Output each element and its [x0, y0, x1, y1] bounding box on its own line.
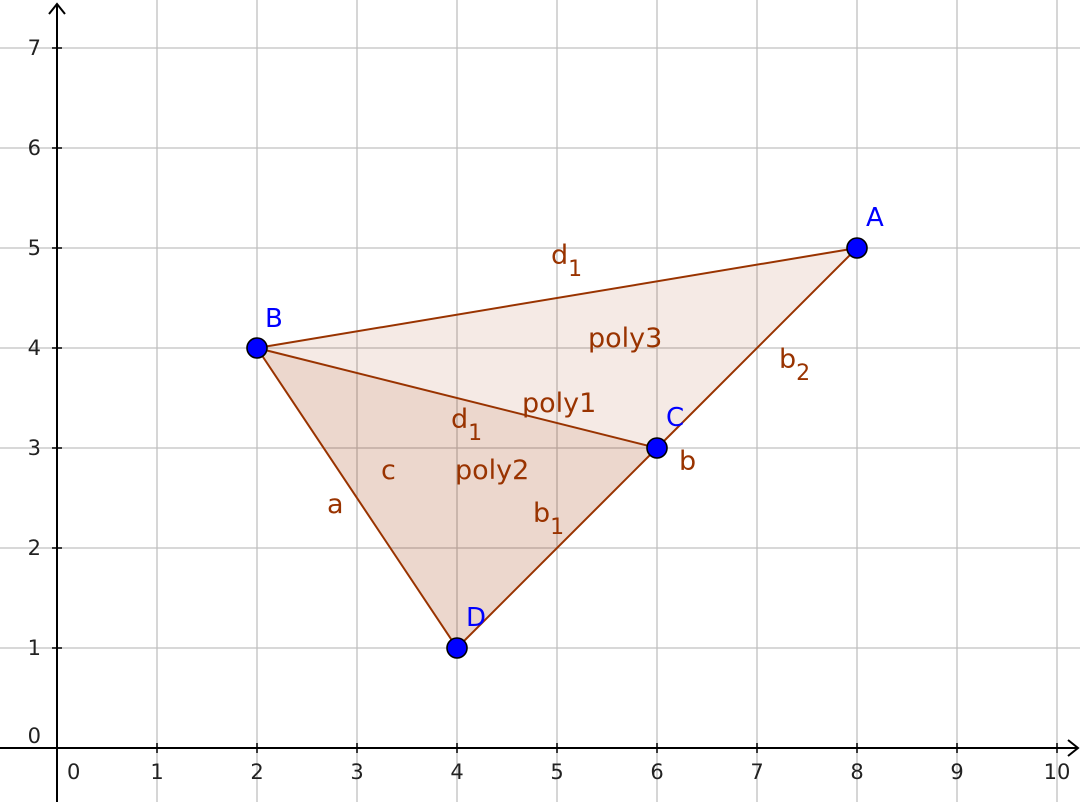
point-A[interactable]: [846, 237, 868, 259]
point-label-C: C: [666, 403, 684, 433]
x-tick-label: 1: [150, 760, 163, 784]
segment-label-a: a: [327, 489, 344, 520]
segment-BA[interactable]: [256, 247, 858, 349]
segment-label-b2: b2: [779, 344, 810, 386]
segment-BD[interactable]: [256, 347, 458, 649]
segment-label-d1-top: d1: [551, 240, 582, 282]
polygon-label-poly2: poly2: [455, 455, 529, 486]
y-tick-label: 2: [28, 536, 41, 560]
point-B[interactable]: [246, 337, 268, 359]
segment-BC[interactable]: [256, 347, 658, 449]
y-tick-label: 7: [28, 36, 41, 60]
segment-DC[interactable]: [456, 447, 658, 649]
polygon-label-poly3: poly3: [588, 323, 662, 354]
y-tick-label: 3: [28, 436, 41, 460]
x-tick-labels: 0 1 2 3 4 5 6 7 8 9 10: [67, 760, 1070, 784]
y-tick-label: 1: [28, 636, 41, 660]
segment-label-c: c: [381, 455, 396, 486]
y-tick-label: 0: [28, 724, 41, 748]
segment-label-b1: b1: [533, 498, 564, 540]
x-axis-arrow: [1067, 739, 1080, 757]
point-label-B: B: [265, 304, 283, 334]
y-tick-label: 4: [28, 336, 41, 360]
y-tick-label: 6: [28, 136, 41, 160]
polygon-label-poly1: poly1: [522, 388, 596, 419]
point-C[interactable]: [646, 437, 668, 459]
x-tick-label: 2: [250, 760, 263, 784]
segment-label-d1-mid: d1: [451, 404, 482, 446]
x-tick-label: 5: [550, 760, 563, 784]
x-tick-label: 10: [1044, 760, 1071, 784]
x-tick-label: 3: [350, 760, 363, 784]
x-tick-label: 9: [950, 760, 963, 784]
y-tick-label: 5: [28, 236, 41, 260]
x-tick-label: 4: [450, 760, 463, 784]
points[interactable]: A B C D: [246, 203, 884, 659]
point-label-A: A: [866, 203, 884, 233]
segments: [256, 247, 858, 649]
x-tick-label: 0: [67, 760, 80, 784]
point-D[interactable]: [446, 637, 468, 659]
y-tick-labels: 0 1 2 3 4 5 6 7: [28, 36, 41, 748]
x-tick-label: 8: [850, 760, 863, 784]
point-label-D: D: [466, 603, 486, 633]
x-tick-label: 6: [650, 760, 663, 784]
segment-CA[interactable]: [656, 247, 858, 449]
x-tick-label: 7: [750, 760, 763, 784]
segment-label-b: b: [679, 446, 696, 477]
y-axis-arrow: [48, 2, 66, 15]
